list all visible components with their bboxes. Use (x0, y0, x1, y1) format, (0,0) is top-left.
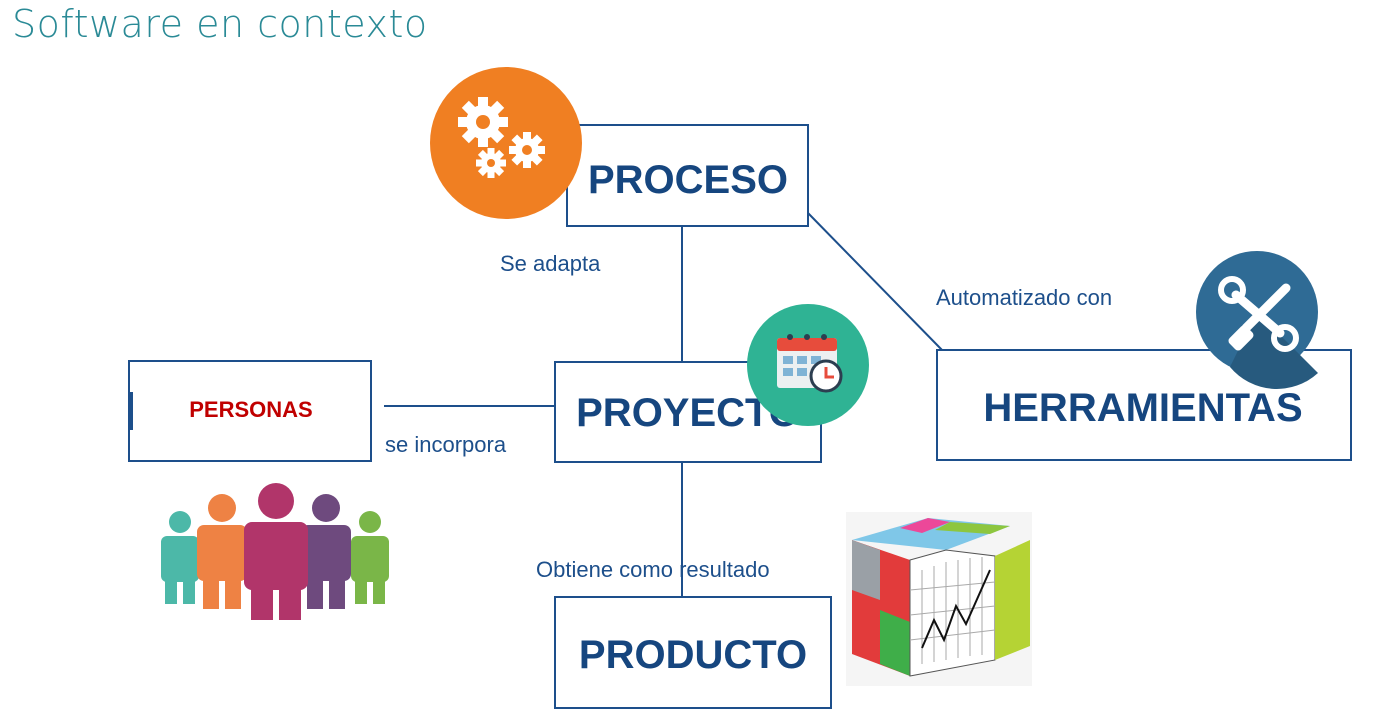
node-producto: PRODUCTO (554, 596, 832, 709)
node-herramientas-label: HERRAMIENTAS (983, 386, 1302, 430)
edge-label-se-incorpora: se incorpora (385, 432, 507, 457)
node-personas-label: PERSONAS (189, 397, 312, 422)
people-group-icon (161, 483, 389, 620)
node-proceso: PROCESO (566, 124, 809, 227)
node-herramientas: HERRAMIENTAS (936, 349, 1352, 461)
edge-label-automatizado-con: Automatizado con (936, 285, 1112, 310)
page-title: Software en contexto (12, 2, 428, 46)
edge-label-obtiene-como-resultado: Obtiene como resultado (536, 557, 770, 582)
edge-label-se-adapta: Se adapta (500, 251, 601, 276)
edge-line-proceso-herramientas (806, 211, 943, 351)
node-proceso-label: PROCESO (588, 158, 788, 202)
gears-icon (430, 67, 582, 219)
calendar-clock-icon (747, 304, 869, 426)
node-producto-label: PRODUCTO (579, 633, 807, 677)
node-personas: PERSONAS (128, 360, 372, 462)
cube-chart-icon (846, 512, 1032, 686)
connectors (384, 211, 943, 597)
wrench-screwdriver-icon (1196, 251, 1318, 389)
